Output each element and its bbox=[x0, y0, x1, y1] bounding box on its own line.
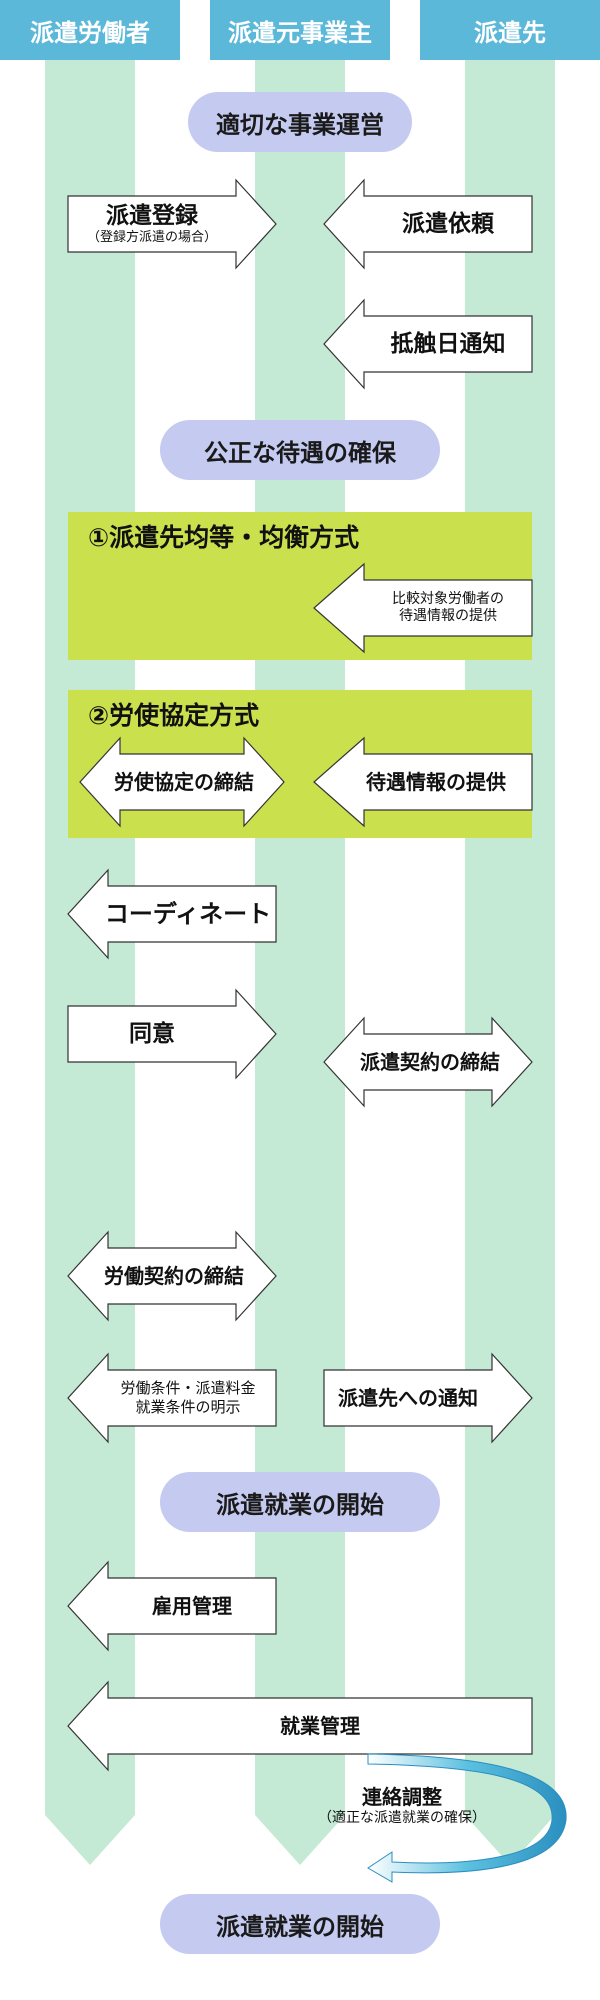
registration-text: 派遣登録 bbox=[106, 202, 198, 229]
label-registration: 派遣登録 （登録方派遣の場合） bbox=[68, 196, 236, 252]
label-labor-contract: 労働契約の締結 bbox=[104, 1263, 244, 1288]
label-request: 派遣依頼 bbox=[402, 210, 494, 237]
arrow-coordinate bbox=[67, 868, 277, 960]
arrow-agreement bbox=[79, 736, 285, 828]
section-work-start-2: 派遣就業の開始 bbox=[160, 1894, 440, 1954]
arrow-employment-mgmt bbox=[67, 1560, 277, 1652]
arrow-registration bbox=[67, 178, 277, 270]
liaison-note: （適正な派遣就業の確保） bbox=[318, 1809, 486, 1826]
liaison-text: 連絡調整 bbox=[362, 1784, 442, 1809]
label-agreement: 労使協定の締結 bbox=[114, 769, 254, 794]
arrow-request bbox=[323, 178, 533, 270]
arrow-method2-info bbox=[313, 736, 533, 828]
lane-agency bbox=[255, 60, 345, 1865]
label-method2-info: 待遇情報の提供 bbox=[366, 769, 506, 794]
method2-title: ②労使協定方式 bbox=[88, 701, 260, 730]
section-proper-operation: 適切な事業運営 bbox=[188, 92, 412, 152]
arrow-notify-client bbox=[323, 1352, 533, 1444]
label-liaison: 連絡調整 （適正な派遣就業の確保） bbox=[290, 1776, 514, 1836]
arrow-conflict-date bbox=[323, 298, 533, 390]
label-coordinate: コーディネート bbox=[104, 900, 272, 928]
arrow-consent bbox=[67, 988, 277, 1080]
label-terms: 労働条件・派遣料金 就業条件の明示 bbox=[120, 1379, 256, 1416]
arrow-labor-contract bbox=[67, 1230, 277, 1322]
arrow-dispatch-contract bbox=[323, 1016, 533, 1108]
label-conflict-date: 抵触日通知 bbox=[390, 330, 506, 357]
header-client: 派遣先 bbox=[420, 0, 600, 60]
label-employment-mgmt: 雇用管理 bbox=[152, 1593, 232, 1618]
label-notify-client: 派遣先への通知 bbox=[338, 1385, 478, 1410]
liaison-curve-arrow bbox=[367, 1753, 567, 1883]
label-method1-info: 比較対象労働者の 待遇情報の提供 bbox=[392, 590, 504, 625]
header-agency: 派遣元事業主 bbox=[210, 0, 390, 60]
label-dispatch-contract: 派遣契約の締結 bbox=[360, 1049, 500, 1074]
section-work-start: 派遣就業の開始 bbox=[160, 1472, 440, 1532]
label-consent: 同意 bbox=[129, 1020, 175, 1047]
section-fair-treatment: 公正な待遇の確保 bbox=[160, 420, 440, 480]
arrow-terms bbox=[67, 1352, 277, 1444]
registration-note: （登録方派遣の場合） bbox=[86, 230, 217, 246]
header-worker: 派遣労働者 bbox=[0, 0, 180, 60]
arrow-work-mgmt bbox=[67, 1680, 533, 1772]
method1-title: ①派遣先均等・均衡方式 bbox=[88, 523, 360, 552]
label-work-mgmt: 就業管理 bbox=[280, 1713, 360, 1738]
arrow-method1-info bbox=[313, 562, 533, 654]
